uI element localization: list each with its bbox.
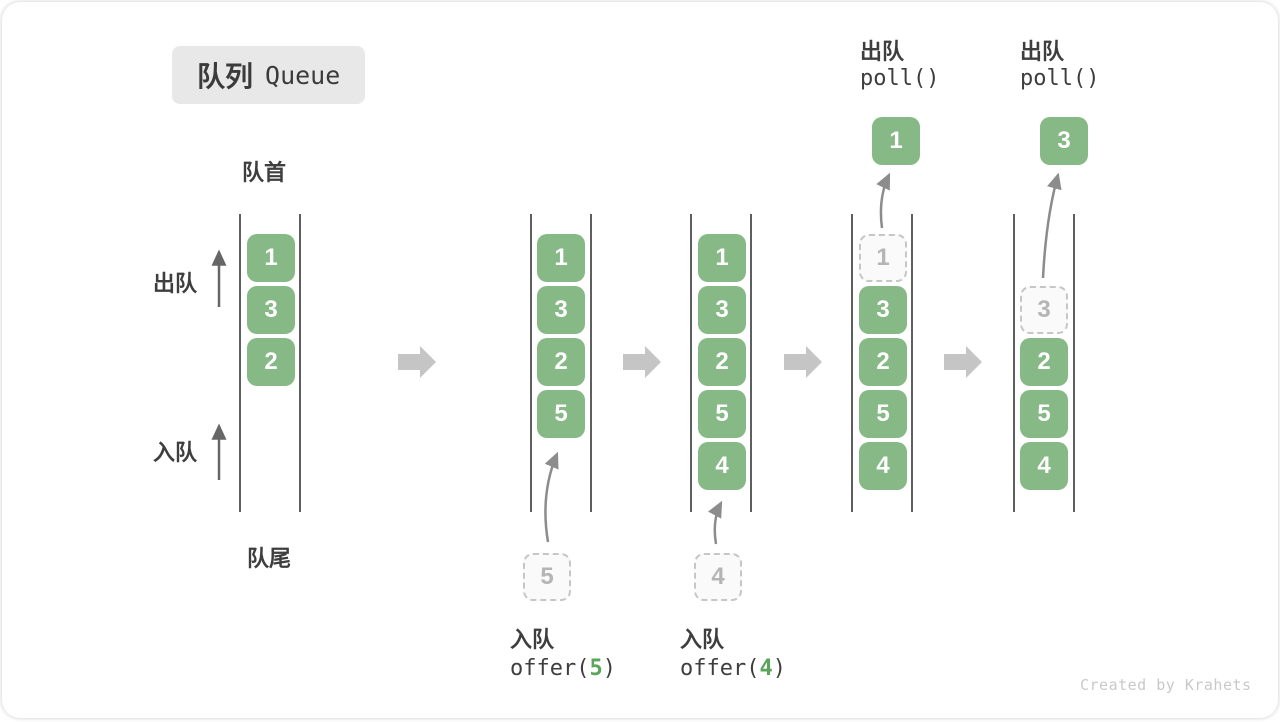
label-queue-front: 队首 [242,160,287,185]
queue-container-1 [239,214,301,512]
queue-element: 5 [1020,390,1068,438]
queue-element: 5 [859,390,907,438]
queue-element: 4 [698,442,746,490]
queue-element: 2 [698,338,746,386]
queue-container-2 [530,214,592,512]
enqueue-op-label: 入队 [510,627,555,652]
queue-element: 5 [537,390,585,438]
state-transition-arrow-icon [623,346,661,378]
code-arg: 5 [589,656,603,681]
queue-element: 5 [698,390,746,438]
enqueue-value-box: 4 [694,553,742,601]
removed-element-ghost: 1 [859,234,907,282]
queue-element: 3 [537,286,585,334]
title-zh: 队列 [197,61,254,92]
label-enqueue-direction: 入队 [153,440,198,465]
queue-element: 2 [247,338,295,386]
state-transition-arrow-icon [944,346,982,378]
queue-element: 2 [859,338,907,386]
queue-element: 1 [698,234,746,282]
code-arg: 4 [759,656,773,681]
enqueue-op-code: offer(4) [680,656,786,681]
removed-element-ghost: 3 [1020,286,1068,334]
state-transition-arrow-icon [784,346,822,378]
dequeue-op-code: poll() [860,66,940,91]
queue-element: 3 [247,286,295,334]
enqueue-value-box: 5 [523,553,571,601]
enqueue-op-label: 入队 [680,627,725,652]
queue-element: 1 [247,234,295,282]
queue-container-5 [1013,214,1075,512]
code-fn: offer( [510,656,590,681]
code-fn: offer( [680,656,760,681]
code-close: ) [772,656,786,681]
queue-element: 1 [537,234,585,282]
queue-container-3 [690,214,752,512]
queue-element: 4 [859,442,907,490]
queue-element: 2 [1020,338,1068,386]
dequeue-result-block: 3 [1040,117,1088,165]
dequeue-op-code: poll() [1020,66,1100,91]
dequeue-op-label: 出队 [1020,39,1065,64]
queue-element: 3 [859,286,907,334]
title-en: Queue [265,60,341,90]
code-close: ) [602,656,616,681]
dequeue-result-block: 1 [872,117,920,165]
label-queue-rear: 队尾 [247,546,292,571]
dequeue-op-label: 出队 [860,39,905,64]
watermark: Created by Krahets [1080,676,1252,694]
queue-container-4 [851,214,913,512]
title-badge: 队列 Queue [172,46,366,104]
state-transition-arrow-icon [398,346,436,378]
label-dequeue-direction: 出队 [153,271,198,296]
enqueue-op-code: offer(5) [510,656,616,681]
queue-element: 4 [1020,442,1068,490]
queue-element: 3 [698,286,746,334]
queue-element: 2 [537,338,585,386]
